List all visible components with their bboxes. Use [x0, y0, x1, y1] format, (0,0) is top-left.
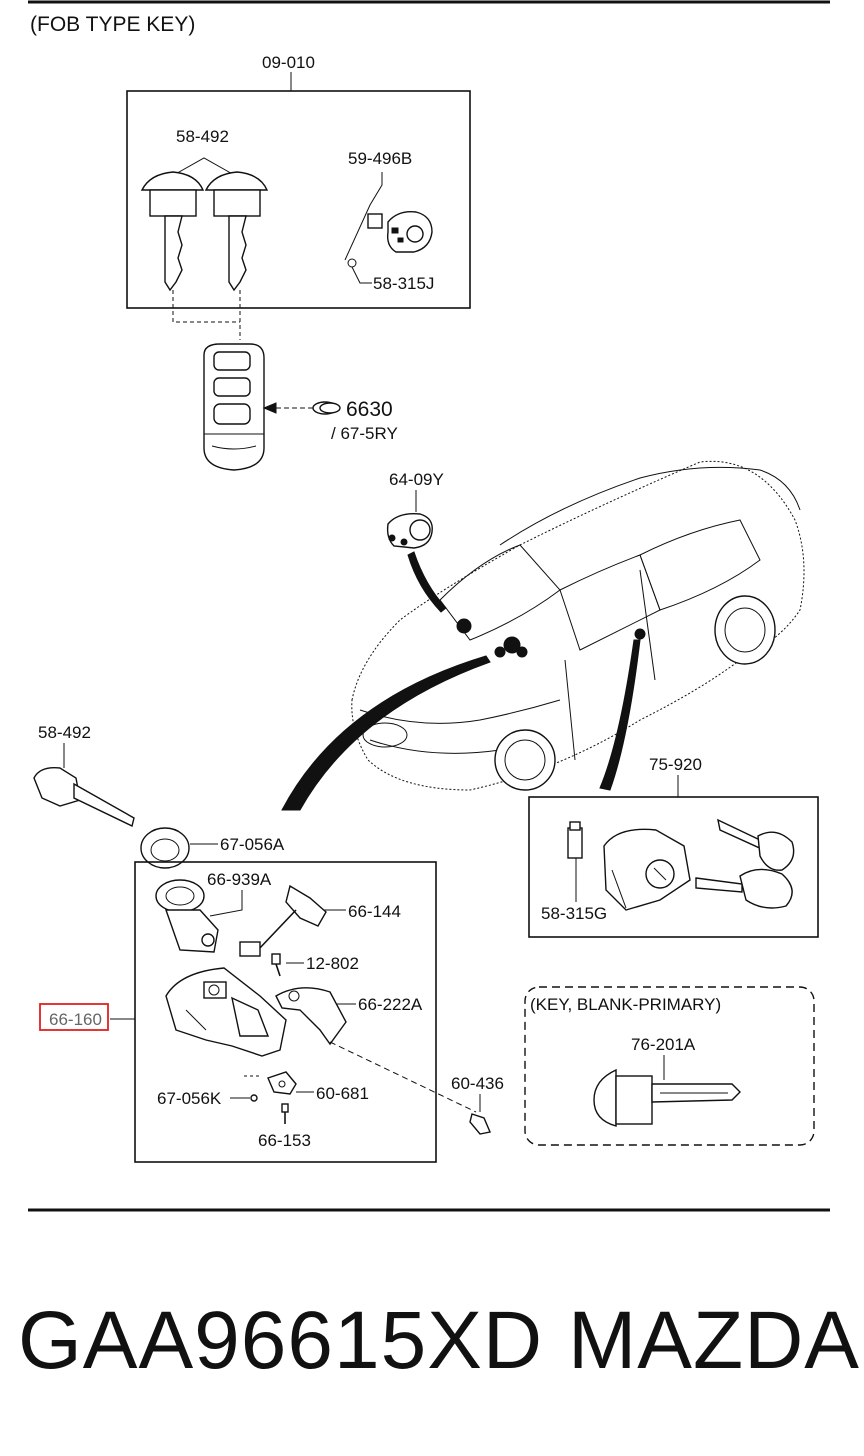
label-64-09y[interactable]: 64-09Y: [389, 470, 444, 489]
label-66-144[interactable]: 66-144: [348, 902, 401, 921]
highlight-box-66-160: [39, 1003, 109, 1031]
label-67-5ry[interactable]: / 67-5RY: [331, 424, 398, 443]
label-58-492-top[interactable]: 58-492: [176, 127, 229, 146]
label-66-222a[interactable]: 66-222A: [358, 995, 423, 1014]
label-58-492-left[interactable]: 58-492: [38, 723, 91, 742]
ignition-cylinder-icon: [155, 879, 219, 953]
label-66-153[interactable]: 66-153: [258, 1131, 311, 1150]
lock-cylinder-set-icon: [567, 821, 691, 911]
bracket-icon: [239, 884, 327, 957]
label-12-802[interactable]: 12-802: [306, 954, 359, 973]
door-lock-cylinder-icon: [367, 211, 433, 253]
key-blank-primary-label[interactable]: (KEY, BLANK-PRIMARY): [530, 995, 721, 1014]
remote-fob-icon: [203, 343, 265, 471]
label-75-920[interactable]: 75-920: [649, 755, 702, 774]
label-66-939a[interactable]: 66-939A: [207, 870, 272, 889]
steering-lock-icon: [165, 967, 287, 1057]
brand-footer: MAZDA: [568, 1295, 860, 1386]
key-icon: [717, 818, 795, 871]
ignition-ring-icon: [140, 827, 190, 869]
label-6630[interactable]: 6630: [346, 398, 393, 421]
switch-icon: [267, 1071, 297, 1095]
label-67-056k[interactable]: 67-056K: [157, 1089, 222, 1108]
label-58-315g[interactable]: 58-315G: [541, 904, 607, 923]
screw-icon: [281, 1103, 289, 1124]
label-59-496b[interactable]: 59-496B: [348, 149, 412, 168]
label-66-160[interactable]: 66-160: [49, 1010, 102, 1029]
screw-icon: [469, 1113, 491, 1135]
label-76-201a[interactable]: 76-201A: [631, 1035, 696, 1054]
fob-type-key-header: (FOB TYPE KEY): [30, 13, 195, 36]
key-icon: [33, 767, 135, 828]
part-number-footer: GAA96615XD: [18, 1295, 544, 1386]
key-icon: [204, 171, 269, 340]
car-illustration: [351, 460, 805, 791]
label-09-010[interactable]: 09-010: [262, 53, 315, 72]
fob-key-group: 09-010 58-492 59-496B: [126, 53, 471, 340]
key-blank-icon: [593, 1068, 741, 1127]
label-58-315j[interactable]: 58-315J: [373, 274, 434, 293]
battery-icon: [312, 401, 341, 415]
key-icon: [695, 868, 793, 909]
key-blank-box: [524, 986, 815, 1146]
screw-icon: [271, 953, 281, 977]
key-icon: [140, 171, 205, 318]
label-60-436[interactable]: 60-436: [451, 1074, 504, 1093]
shear-bolt-bracket-icon: [275, 987, 347, 1046]
label-67-056a[interactable]: 67-056A: [220, 835, 285, 854]
label-60-681[interactable]: 60-681: [316, 1084, 369, 1103]
trunk-lock-cylinder-icon: [386, 513, 433, 549]
